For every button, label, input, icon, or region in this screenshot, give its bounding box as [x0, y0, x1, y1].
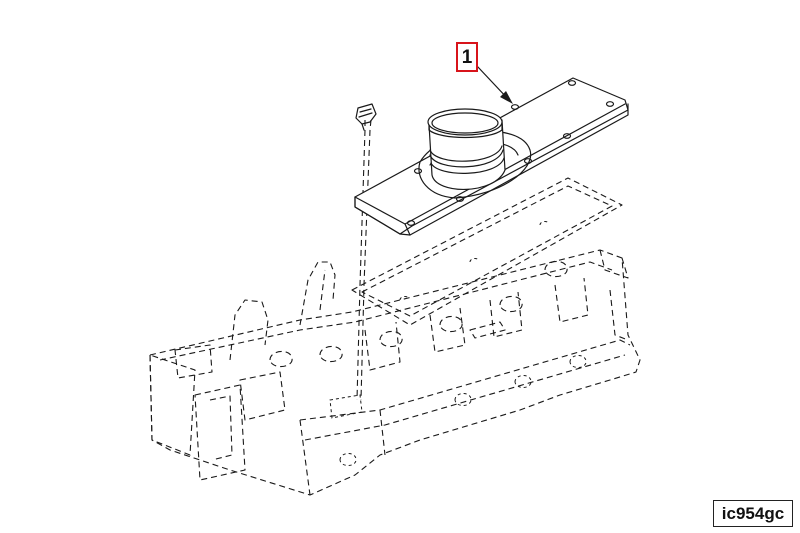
intake-cover-part-1	[354, 77, 629, 236]
callout-leader	[476, 65, 513, 104]
cylinder-head-phantom	[149, 249, 641, 496]
callout-label-box: 1	[456, 42, 478, 72]
stud-bolt	[355, 103, 377, 401]
arrowhead-icon	[500, 91, 513, 104]
figure-reference-box: ic954gc	[713, 500, 793, 527]
callout-number: 1	[461, 46, 473, 68]
figure-reference-code: ic954gc	[721, 503, 785, 523]
manifold-gasket-phantom	[351, 177, 623, 326]
